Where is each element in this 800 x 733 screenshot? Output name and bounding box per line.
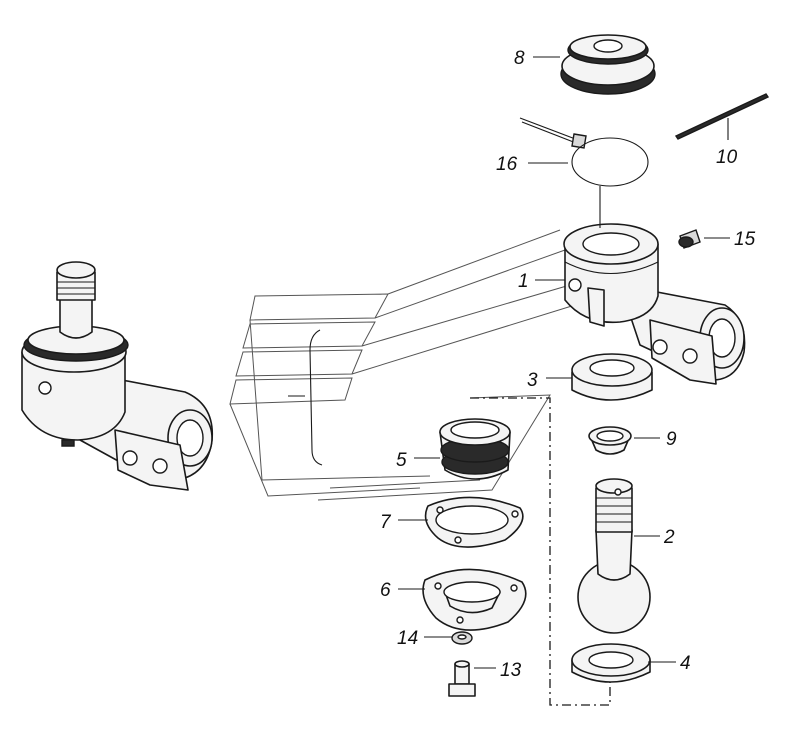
ghost-outline [229,229,576,501]
part-5-dust-boot [439,418,511,480]
callout-4: 4 [680,653,691,674]
callout-6: 6 [380,580,391,601]
part-6-cover [422,568,527,631]
callout-5: 5 [396,450,407,471]
callout-1: 1 [518,271,529,292]
callout-16: 16 [496,154,518,175]
callout-7: 7 [380,512,392,533]
part-16-cable-tie [519,117,649,187]
callout-2: 2 [663,527,675,548]
part-15-grease-nipple [678,229,701,249]
part-14-washer [451,631,473,645]
part-9-cup [588,426,632,455]
callout-3: 3 [527,370,538,391]
part-1-housing [563,223,746,385]
callout-9: 9 [666,429,677,450]
part-10-wire [674,93,770,140]
callout-10: 10 [716,147,738,168]
part-8-cap [560,34,656,95]
callout-labels: 8 10 16 15 1 3 9 5 7 2 6 14 4 13 [380,48,756,681]
part-2-ball-stud [577,478,651,634]
callout-14: 14 [397,628,418,649]
part-4-seat [571,643,651,683]
assembly-axis [470,397,611,706]
assembled-tie-rod-end [21,261,214,491]
part-13-bolt [448,660,476,697]
leader-lines [398,56,730,669]
callout-13: 13 [500,660,522,681]
part-7-gasket [424,496,524,548]
part-3-bushing [571,353,653,401]
callout-8: 8 [514,48,525,69]
callout-15: 15 [734,229,756,250]
